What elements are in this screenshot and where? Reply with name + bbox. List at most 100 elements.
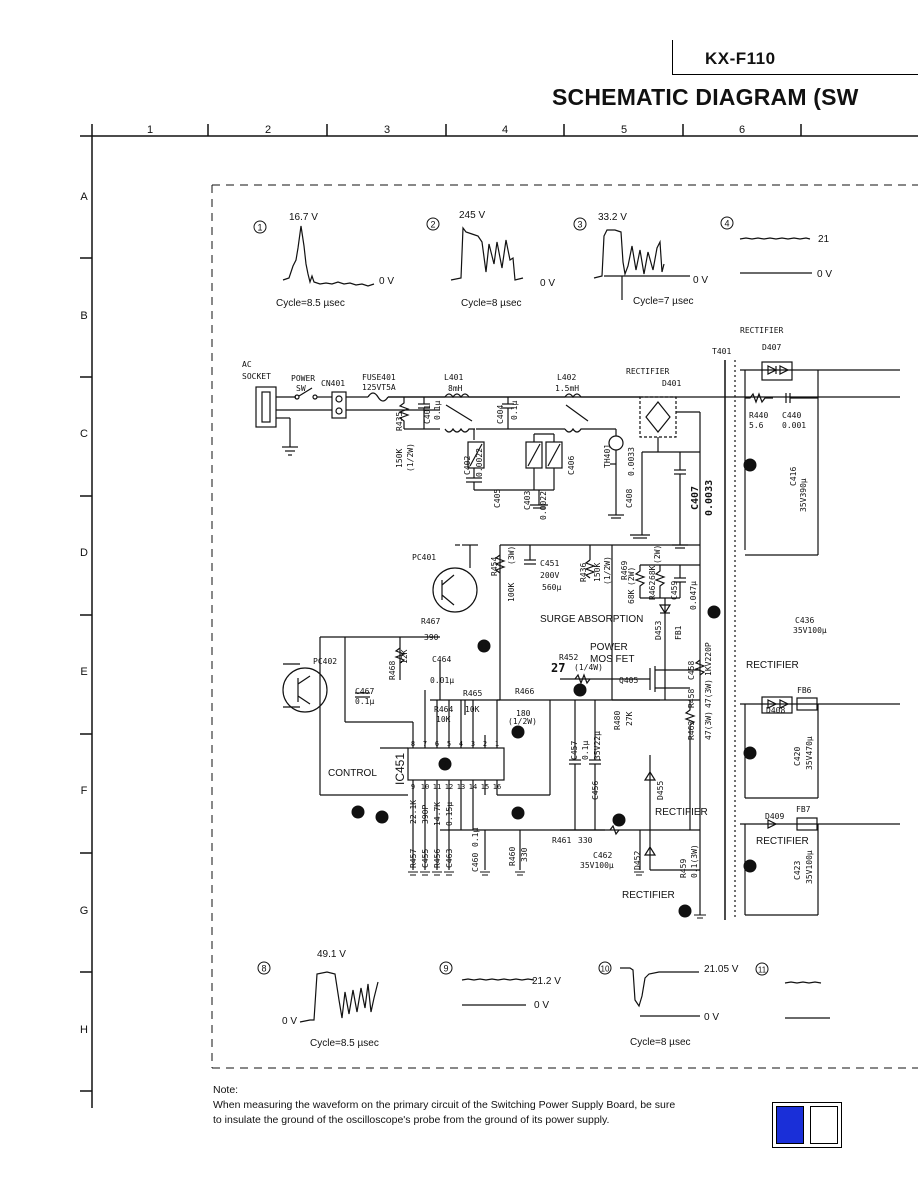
label-c451-value: 560µ: [542, 583, 561, 592]
measurement-note: Note: When measuring the waveform on the…: [213, 1083, 733, 1128]
ic-pin-6: 6: [435, 740, 439, 748]
marker-10: 10: [514, 729, 523, 738]
label-r440-value: 5.6: [749, 421, 764, 430]
label-power-sw: POWER: [291, 374, 315, 383]
label-c436: C436: [795, 616, 814, 625]
label-c420: C420: [793, 747, 802, 766]
label-mos-fet: MOS FET: [590, 654, 634, 665]
model-name: KX-F110: [705, 49, 776, 68]
label-c462-value: 35V100µ: [580, 861, 614, 870]
label-r466: R466: [515, 687, 534, 696]
label-rectifier-t: RECTIFIER: [740, 326, 784, 335]
ic-pin-16: 16: [493, 783, 501, 791]
waveform-10-zero: 0 V: [704, 1012, 719, 1023]
label-cn401: CN401: [321, 379, 345, 388]
marker-2: 2: [711, 608, 716, 618]
label-c423-value: 35V100µ: [805, 850, 814, 884]
label-c459: C459: [670, 581, 679, 600]
label-r435-value: 150K: [395, 449, 404, 468]
label-c440: C440: [782, 411, 801, 420]
label-r440: R440: [749, 411, 768, 420]
note-line-2: to insulate the ground of the oscillosco…: [213, 1114, 610, 1126]
label-r462-watt: (2W): [653, 545, 662, 564]
waveform-3-peak: 33.2 V: [598, 212, 627, 223]
label-r457: R457: [409, 849, 418, 868]
label-c467: C467: [355, 687, 374, 696]
label-ic451: IC451: [393, 753, 407, 785]
label-r461-value: 330: [578, 836, 593, 845]
label-l402-value: 1.5mH: [555, 384, 579, 393]
next-page-button[interactable]: [810, 1106, 838, 1144]
label-c460-value: 0.1µ: [471, 828, 480, 847]
schematic-wires: [255, 360, 900, 920]
label-pc402: PC402: [313, 657, 337, 666]
grid-row-g: G: [80, 905, 89, 917]
ic-pin-7: 7: [423, 740, 427, 748]
label-c464-value: 0.01µ: [430, 676, 454, 685]
waveform-8-peak: 49.1 V: [317, 949, 346, 960]
label-c436-value: 35V100µ: [793, 626, 827, 635]
label-l401-value: 8mH: [448, 384, 463, 393]
label-r469-watt: (2W): [627, 567, 636, 586]
label-c458-value: 1KV220P: [704, 642, 713, 676]
label-surge-absorption: SURGE ABSORPTION: [540, 614, 643, 625]
label-control: CONTROL: [328, 768, 377, 779]
label-rectifier-d401: RECTIFIER: [626, 367, 670, 376]
label-c402-value: 0.0022: [475, 448, 484, 477]
label-c408: C408: [625, 489, 634, 508]
grid-col-1: 1: [147, 124, 153, 136]
label-power: POWER: [590, 642, 628, 653]
label-c406: C406: [567, 456, 576, 475]
label-t401: T401: [712, 347, 731, 356]
label-r480-value: 27K: [625, 711, 634, 726]
label-r468-value: 12K: [400, 649, 409, 664]
label-r436: R436: [579, 563, 588, 582]
label-r454: R454: [490, 557, 499, 576]
label-c456: C456: [591, 781, 600, 800]
label-r462: R462: [648, 581, 657, 600]
grid-frame: [80, 124, 918, 1108]
waveform-marker-2: 2: [430, 220, 435, 230]
label-r467: R467: [421, 617, 440, 626]
ic-pin-8: 8: [411, 740, 415, 748]
label-r480: R480: [613, 711, 622, 730]
label-c455-value: 390P: [421, 805, 430, 824]
waveform-marker-9: 9: [443, 964, 448, 974]
waveform-2-zero: 0 V: [540, 278, 555, 289]
marker-13: 13: [746, 750, 755, 759]
label-r452-watt: (1/4W): [574, 663, 603, 672]
label-c455: C455: [421, 849, 430, 868]
waveform-marker-10: 10: [601, 965, 610, 974]
label-c404-value: 0.1µ: [510, 401, 519, 420]
waveform-4-peak: 21: [818, 234, 830, 245]
label-rectifier-f: RECTIFIER: [655, 807, 708, 818]
ic-pin-15: 15: [481, 783, 489, 791]
note-heading: Note:: [213, 1084, 239, 1096]
label-c463: C463: [445, 849, 454, 868]
label-r454-value: 100K: [507, 583, 516, 602]
marker-11: 11: [480, 643, 489, 652]
previous-page-button[interactable]: [776, 1106, 804, 1144]
label-r460-value: 330: [520, 847, 529, 862]
waveform-2-cycle: Cycle=8 µsec: [461, 298, 522, 309]
label-fb7: FB7: [796, 805, 811, 814]
label-ac: AC: [242, 360, 252, 369]
waveform-marker-8: 8: [261, 964, 266, 974]
label-c460: C460: [471, 853, 480, 872]
ic-pin-3: 3: [471, 740, 475, 748]
grid-col-6: 6: [739, 124, 745, 136]
label-c440-value: 0.001: [782, 421, 806, 430]
grid-col-4: 4: [502, 124, 508, 136]
label-r463: R463: [687, 721, 696, 740]
label-r465: R465: [463, 689, 482, 698]
waveform-traces-top: [282, 225, 812, 300]
label-c457-value: 0.1µ: [581, 741, 590, 760]
waveform-traces-bottom: [299, 967, 830, 1023]
model-label: KX-F110: [672, 40, 918, 75]
ic-pin-1: 1: [495, 740, 499, 748]
label-c463-value: 0.15µ: [445, 802, 454, 826]
label-c459-value: 0.047µ: [689, 581, 698, 610]
label-fb6: FB6: [797, 686, 812, 695]
marker-9: 9: [515, 809, 520, 819]
label-c451: C451: [540, 559, 559, 568]
